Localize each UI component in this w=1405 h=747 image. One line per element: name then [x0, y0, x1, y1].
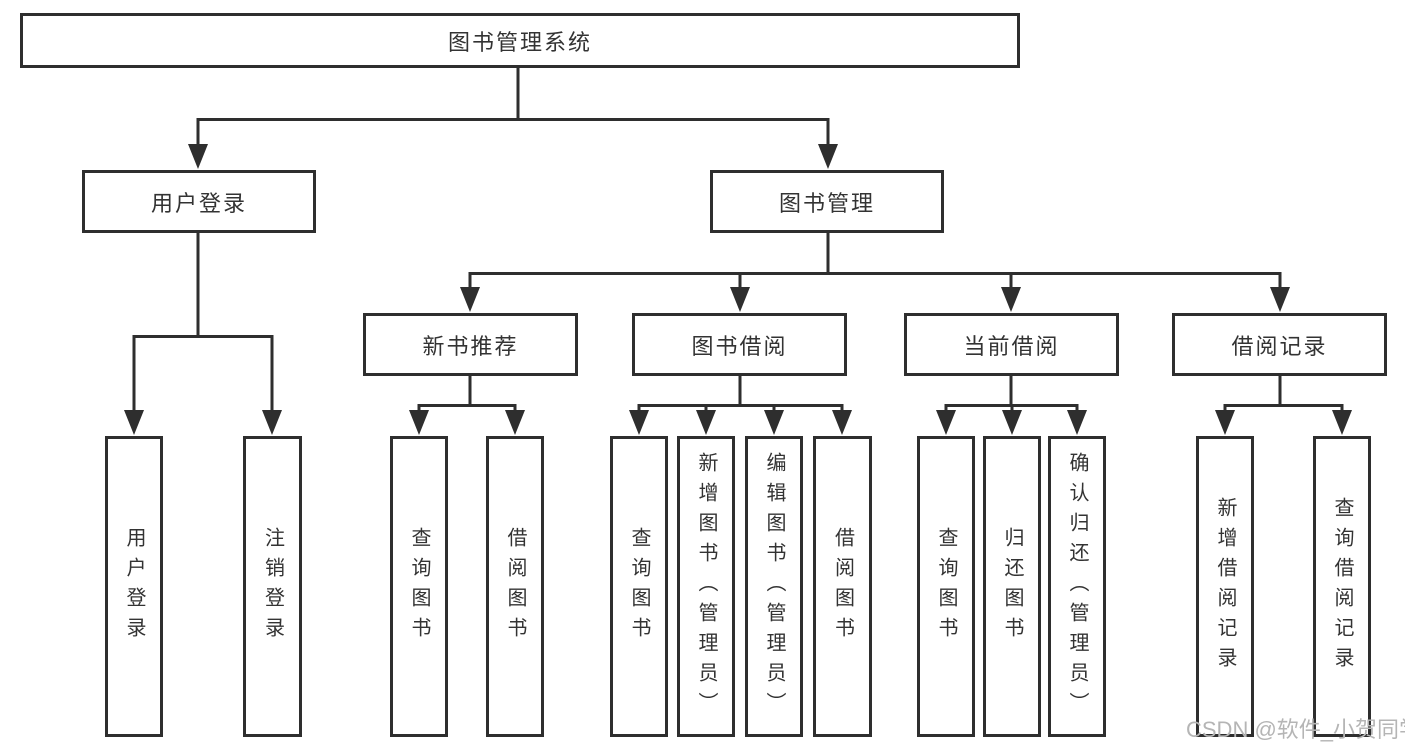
leaf-borrow-books-borrowing: 借阅图书	[813, 436, 872, 737]
node-book-management: 图书管理	[710, 170, 944, 233]
leaf-query-books-recommend-label: 查询图书	[408, 526, 430, 647]
node-user-login-label: 用户登录	[150, 190, 247, 216]
node-current-borrowing-label: 当前借阅	[963, 333, 1060, 359]
node-borrowing-records-label: 借阅记录	[1231, 333, 1328, 359]
leaf-borrow-books-recommend: 借阅图书	[486, 436, 544, 737]
node-current-borrowing: 当前借阅	[904, 313, 1119, 376]
leaf-return-books: 归还图书	[983, 436, 1041, 737]
leaf-query-borrow-record: 查询借阅记录	[1313, 436, 1371, 737]
leaf-add-borrow-record: 新增借阅记录	[1196, 436, 1254, 737]
leaf-query-books-current: 查询图书	[917, 436, 975, 737]
node-borrowing-records: 借阅记录	[1172, 313, 1387, 376]
leaf-query-books-current-label: 查询图书	[935, 526, 957, 647]
leaf-return-books-label: 归还图书	[1001, 526, 1023, 647]
node-user-login: 用户登录	[82, 170, 316, 233]
leaf-confirm-return-admin: 确认归还（管理员）	[1048, 436, 1106, 737]
leaf-edit-book-admin: 编辑图书（管理员）	[745, 436, 803, 737]
csdn-watermark: CSDN @软件_小贺同学	[1186, 717, 1405, 742]
leaf-logout-label: 注销登录	[261, 526, 284, 647]
leaf-confirm-return-admin-label: 确认归还（管理员）	[1066, 451, 1088, 722]
leaf-add-book-admin-label: 新增图书（管理员）	[695, 451, 717, 722]
leaf-user-login: 用户登录	[105, 436, 163, 737]
leaf-query-books-borrowing-label: 查询图书	[628, 526, 650, 647]
node-root: 图书管理系统	[20, 13, 1020, 68]
leaf-borrow-books-borrowing-label: 借阅图书	[831, 526, 854, 647]
leaf-query-borrow-record-label: 查询借阅记录	[1331, 496, 1353, 677]
leaf-edit-book-admin-label: 编辑图书（管理员）	[763, 451, 785, 722]
node-book-management-label: 图书管理	[778, 190, 875, 216]
node-book-borrowing: 图书借阅	[632, 313, 847, 376]
leaf-add-book-admin: 新增图书（管理员）	[677, 436, 735, 737]
leaf-query-books-recommend: 查询图书	[390, 436, 448, 737]
node-root-label: 图书管理系统	[447, 29, 592, 55]
leaf-add-borrow-record-label: 新增借阅记录	[1214, 496, 1236, 677]
node-book-borrowing-label: 图书借阅	[691, 333, 788, 359]
leaf-user-login-label: 用户登录	[123, 526, 145, 647]
leaf-borrow-books-recommend-label: 借阅图书	[504, 526, 526, 647]
leaf-logout: 注销登录	[243, 436, 302, 737]
leaf-query-books-borrowing: 查询图书	[610, 436, 668, 737]
arrowheads	[124, 144, 1352, 435]
node-new-book-recommend: 新书推荐	[363, 313, 578, 376]
node-new-book-recommend-label: 新书推荐	[422, 333, 519, 359]
